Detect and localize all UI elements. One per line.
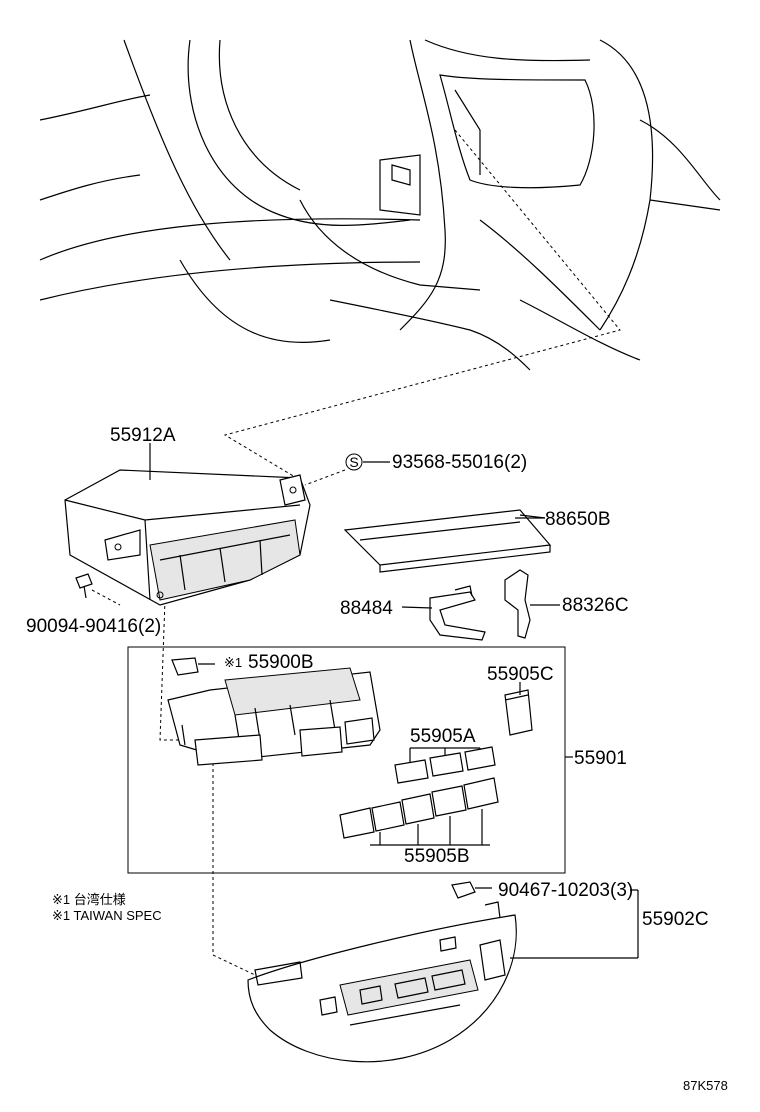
control-panel-55901 xyxy=(167,667,381,766)
label-93568-55016: 93568-55016(2) xyxy=(392,452,527,473)
label-88484: 88484 xyxy=(340,598,393,619)
bezel-55902C xyxy=(247,901,517,1063)
label-55912A: 55912A xyxy=(110,425,176,446)
label-88650B: 88650B xyxy=(545,509,611,530)
harness-88484 xyxy=(429,585,486,641)
leader-dashed-screw xyxy=(91,589,121,606)
bulb-55900B xyxy=(171,657,215,676)
note-taiwan-spec-jp: ※1 台湾仕様 xyxy=(52,892,126,907)
ref-mark-55900B: ※1 xyxy=(224,655,242,670)
bracket-88326C xyxy=(504,569,531,639)
label-55900B: 55900B xyxy=(248,652,314,673)
label-55905B: 55905B xyxy=(404,846,470,867)
group-box-55901 xyxy=(127,646,566,874)
leader-88484 xyxy=(401,606,433,609)
amplifier-unit-55912A xyxy=(64,469,311,606)
leader-55902C xyxy=(510,889,639,959)
label-55905A: 55905A xyxy=(410,726,476,747)
label-90094-90416: 90094-90416(2) xyxy=(26,616,161,637)
label-55902C: 55902C xyxy=(642,909,709,930)
knob-55905C xyxy=(504,689,533,736)
label-88326C: 88326C xyxy=(562,595,629,616)
label-90467-10203: 90467-10203(3) xyxy=(498,880,633,901)
pad-88650B xyxy=(343,509,552,573)
label-55901: 55901 xyxy=(574,748,627,769)
s-symbol: S xyxy=(349,454,358,470)
screw-90094 xyxy=(75,573,93,599)
clip-90467 xyxy=(451,881,492,899)
leader-dashed-top xyxy=(223,129,621,481)
dashboard-overview xyxy=(39,39,721,371)
clip-symbol-93568: S xyxy=(304,453,390,486)
buttons-55905A xyxy=(394,746,496,784)
buttons-55905B xyxy=(339,777,499,846)
leader-dashed-bezel xyxy=(212,745,256,976)
label-55905C: 55905C xyxy=(487,664,554,685)
note-taiwan-spec-en: ※1 TAIWAN SPEC xyxy=(52,908,162,923)
diagram-code: 87K578 xyxy=(683,1078,728,1093)
